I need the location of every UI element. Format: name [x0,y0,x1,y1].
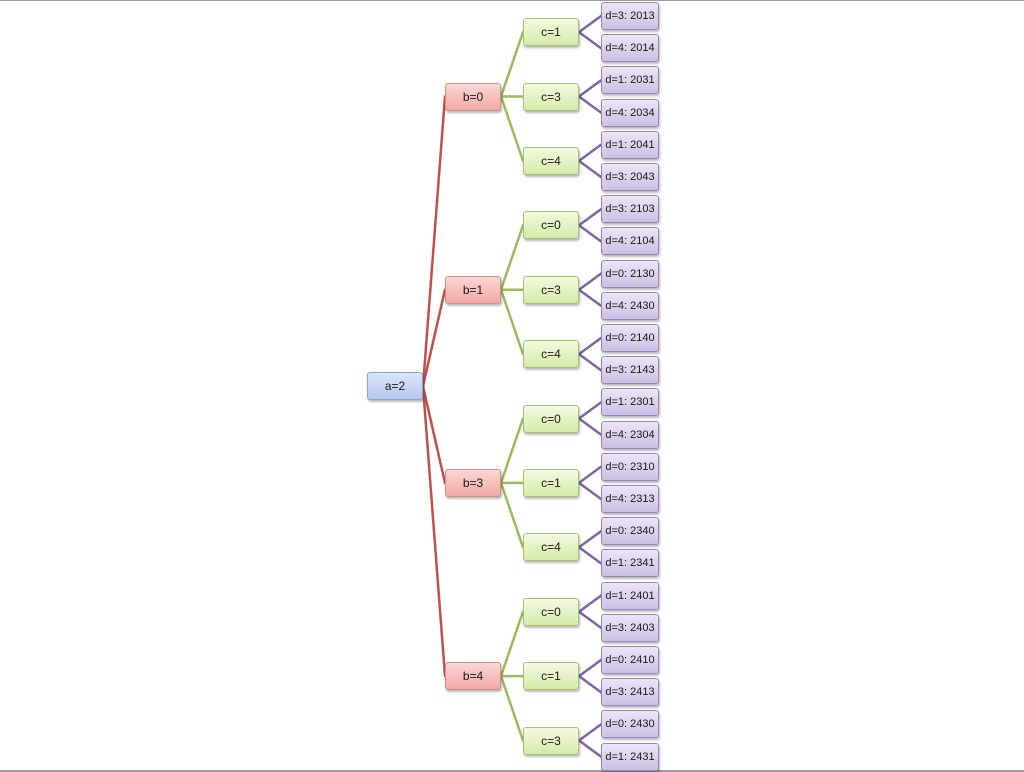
node-d-leaf[interactable]: d=0: 2340 [601,517,659,546]
edge-c-d [577,417,603,436]
edge-b-c [499,224,525,291]
node-d-leaf[interactable]: d=4: 2313 [601,485,659,513]
node-d-leaf[interactable]: d=0: 2310 [601,452,659,481]
node-d-leaf[interactable]: d=4: 2304 [601,420,659,449]
edge-c-d [577,336,603,356]
node-d-leaf[interactable]: d=4: 2034 [601,98,659,127]
node-c[interactable]: c=3 [523,82,579,111]
edge-a-b [421,95,447,388]
node-b[interactable]: b=1 [445,275,501,304]
node-b[interactable]: b=3 [445,468,501,497]
edge-c-d [577,674,603,694]
edge-b-c [499,95,525,163]
edge-c-d [577,224,603,243]
node-b[interactable]: b=0 [445,82,501,111]
edge-c-d [577,159,603,179]
node-d-leaf[interactable]: d=3: 2013 [601,2,659,30]
node-c[interactable]: c=4 [523,340,579,369]
node-d-leaf[interactable]: d=1: 2041 [601,130,659,159]
edge-b-c [499,30,525,98]
node-d-leaf[interactable]: d=3: 2103 [601,195,659,224]
node-d-leaf[interactable]: d=4: 2014 [601,34,659,63]
edge-b-c [499,674,525,742]
node-c[interactable]: c=1 [523,468,579,497]
edge-a-b [421,385,447,485]
edge-c-d [577,143,603,163]
edge-a-b [421,288,447,388]
edge-c-d [577,95,603,114]
node-c[interactable]: c=0 [523,211,579,240]
node-d-leaf[interactable]: d=0: 2140 [601,324,659,352]
edge-c-d [577,14,603,34]
edge-b-c [499,481,525,549]
edge-c-d [577,401,603,420]
node-c[interactable]: c=4 [523,533,579,562]
node-d-leaf[interactable]: d=1: 2301 [601,388,659,417]
node-b[interactable]: b=4 [445,662,501,691]
node-c[interactable]: c=0 [523,597,579,626]
edge-b-c [499,417,525,485]
edge-c-d [577,352,603,372]
edge-c-d [577,79,603,98]
edge-c-d [577,723,603,742]
edge-b-c [499,610,525,678]
node-d-leaf[interactable]: d=3: 2413 [601,678,659,707]
node-c[interactable]: c=3 [523,275,579,304]
edge-c-d [577,529,603,549]
node-c[interactable]: c=1 [523,662,579,691]
node-c[interactable]: c=4 [523,146,579,175]
node-d-leaf[interactable]: d=0: 2430 [601,710,659,739]
node-c[interactable]: c=1 [523,18,579,47]
edge-c-d [577,546,603,565]
node-d-leaf[interactable]: d=3: 2403 [601,613,659,642]
node-d-leaf[interactable]: d=0: 2130 [601,259,659,288]
edge-c-d [577,207,603,227]
node-d-leaf[interactable]: d=1: 2341 [601,549,659,578]
edge-c-d [577,465,603,485]
root-node[interactable]: a=2 [367,372,423,401]
edge-a-b [421,385,447,678]
edge-c-d [577,288,603,308]
edge-c-d [577,739,603,758]
edge-c-d [577,594,603,613]
edge-c-d [577,610,603,630]
node-c[interactable]: c=3 [523,726,579,755]
node-d-leaf[interactable]: d=1: 2431 [601,742,659,771]
edge-c-d [577,658,603,678]
node-d-leaf[interactable]: d=1: 2031 [601,66,659,95]
edge-c-d [577,30,603,50]
node-d-leaf[interactable]: d=4: 2430 [601,291,659,320]
edge-b-c [499,288,525,356]
node-d-leaf[interactable]: d=3: 2043 [601,163,659,191]
node-d-leaf[interactable]: d=4: 2104 [601,227,659,256]
node-d-leaf[interactable]: d=1: 2401 [601,581,659,610]
node-d-leaf[interactable]: d=3: 2143 [601,356,659,385]
node-c[interactable]: c=0 [523,404,579,433]
edge-c-d [577,272,603,291]
edge-c-d [577,481,603,501]
node-d-leaf[interactable]: d=0: 2410 [601,646,659,674]
